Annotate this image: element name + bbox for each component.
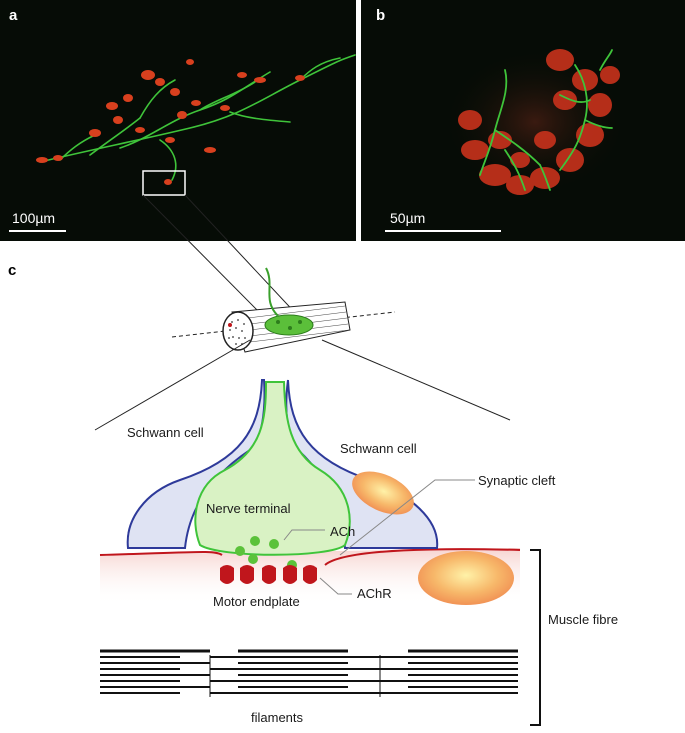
axon-branches-a [39, 54, 356, 181]
panel-a-letter: a [9, 7, 18, 24]
scale-bar-a-label: 100µm [12, 210, 55, 226]
zoom-lines-top [142, 194, 301, 319]
zoom-lines-bottom [94, 339, 511, 431]
panel-a-micrograph: 100µm a [0, 0, 356, 241]
label-achr: AChR [357, 586, 392, 601]
schwann-nucleus [352, 471, 414, 515]
label-schwann-cell-right: Schwann cell [340, 441, 417, 456]
leader-lines [283, 479, 475, 595]
endplates-a [36, 59, 305, 185]
axon-branches-b [479, 49, 613, 191]
panel-b-micrograph: 50µm b [361, 0, 685, 241]
label-filaments: filaments [251, 710, 304, 725]
panel-c-letter: c [8, 262, 16, 279]
label-ach: ACh [330, 524, 355, 539]
achr-receptors [220, 565, 317, 584]
muscle-nucleus [418, 551, 514, 605]
fibre-cylinder [171, 267, 396, 353]
nerve-terminal [194, 381, 351, 556]
label-motor-endplate: Motor endplate [213, 594, 300, 609]
label-schwann-cell-left: Schwann cell [127, 425, 204, 440]
panel-b-letter: b [376, 7, 385, 24]
muscle-fibre-bracket [530, 549, 541, 726]
label-synaptic-cleft: Synaptic cleft [478, 473, 556, 488]
inset-box [142, 170, 186, 196]
label-muscle-fibre: Muscle fibre [548, 612, 618, 627]
filaments [100, 649, 518, 697]
scale-bar-b-label: 50µm [390, 210, 425, 226]
label-nerve-terminal: Nerve terminal [206, 501, 291, 516]
